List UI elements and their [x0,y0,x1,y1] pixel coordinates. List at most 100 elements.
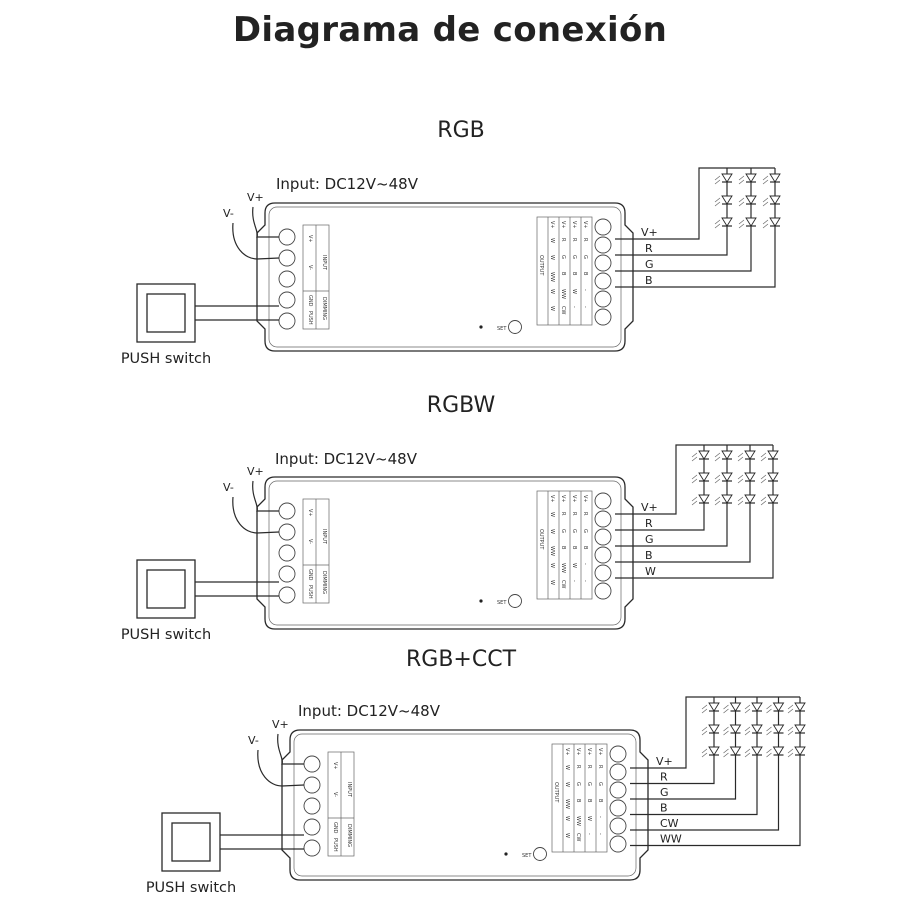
output-label-table [551,743,608,853]
push-switch-button [171,822,211,862]
output-table-cell: R [571,238,577,242]
led-diode-icon [772,724,785,734]
output-table-cell: W [571,289,577,294]
controller-inner-border [293,733,637,877]
input-terminal [303,797,321,815]
input-terminal [303,839,321,857]
led-diode-icon [751,724,763,734]
output-label-table [536,490,593,600]
output-label: R [645,242,653,255]
dimming-col-gnd: GND [307,569,313,581]
input-col-vminus: V- [332,792,338,797]
input-terminal [278,228,296,246]
output-terminal [594,528,612,546]
output-terminal [609,763,627,781]
led-diode-icon [745,195,757,205]
output-text: OUTPUT [553,782,559,803]
output-wire [630,696,800,769]
output-table-cell: R [560,238,566,242]
output-terminal [594,236,612,254]
led-diode-icon [767,494,779,504]
led-light-arrows [737,474,744,484]
section-title: RGBW [427,393,496,418]
output-wire [615,509,774,579]
output-table-cell: G [582,529,588,533]
led-light-arrows [701,726,708,736]
input-text: INPUT [321,529,327,545]
dimming-col-gnd: GND [332,822,338,834]
output-table-cell: V+ [582,495,588,503]
output-table-cell: WW [564,799,570,809]
output-table-cell: V+ [582,221,588,229]
input-terminal [278,544,296,562]
input-col-vplus: V+ [307,235,313,243]
output-table-cell: - [597,833,603,835]
output-terminal [594,308,612,326]
led-diode-icon [744,494,756,504]
led-diode-icon [721,494,733,504]
led-light-arrows [738,197,745,207]
set-button [508,594,522,608]
led-diode-icon [744,472,756,482]
output-table-cell: B [560,272,566,276]
controller-inner-border [268,206,622,348]
output-terminal [594,492,612,510]
output-wire [615,232,728,256]
led-light-arrows [737,452,744,462]
output-text: OUTPUT [538,529,544,550]
input-col-vplus: V+ [307,509,313,517]
led-light-arrows [760,474,767,484]
led-light-arrows [738,219,745,229]
vplus-wire [252,206,279,238]
output-table-cell: WW [560,289,566,299]
led-diode-icon [721,450,733,460]
vplus-label: V+ [272,718,289,731]
led-light-arrows [701,748,708,758]
output-terminal [594,564,612,582]
input-terminal [278,586,296,604]
output-wire [615,232,752,272]
output-table-cell: R [586,765,592,769]
input-col-vminus: V- [307,265,313,270]
output-wire [615,232,776,288]
output-wire [630,761,801,847]
output-table-cell: W [549,563,555,568]
dimming-col-push: PUSH [332,838,338,852]
push-switch-label: PUSH switch [121,351,211,367]
output-label: W [645,565,656,578]
output-table-cell: W [564,765,570,770]
led-diode-icon [721,195,733,205]
led-light-arrows [691,474,698,484]
led-light-arrows [766,704,772,714]
vminus-wire [232,496,280,534]
output-table-cell: - [597,816,603,818]
led-light-arrows [714,496,721,506]
led-diode-icon [708,746,720,756]
input-col-vminus: V- [307,539,313,544]
led-light-arrows [744,726,751,736]
input-terminal [278,291,296,309]
controller-housing [281,729,649,881]
section-title: RGB [437,118,484,143]
output-table-cell: V+ [549,495,555,503]
vplus-label: V+ [247,465,264,478]
input-terminal [278,312,296,330]
output-table-cell: W [586,816,592,821]
output-terminal [594,582,612,600]
input-terminal [303,776,321,794]
led-diode-icon [698,450,710,460]
output-table-cell: W [549,580,555,585]
input-voltage-label: Input: DC12V~48V [298,702,441,720]
led-diode-icon [769,173,781,183]
output-terminal [594,218,612,236]
output-table-cell: G [597,782,603,786]
led-light-arrows [766,726,772,736]
output-table-cell: W [564,833,570,838]
led-diode-icon [744,450,756,460]
led-light-arrows [723,726,729,736]
led-light-arrows [744,748,751,758]
push-switch-label: PUSH switch [146,880,236,896]
led-light-arrows [762,197,769,207]
output-wire [615,509,728,547]
